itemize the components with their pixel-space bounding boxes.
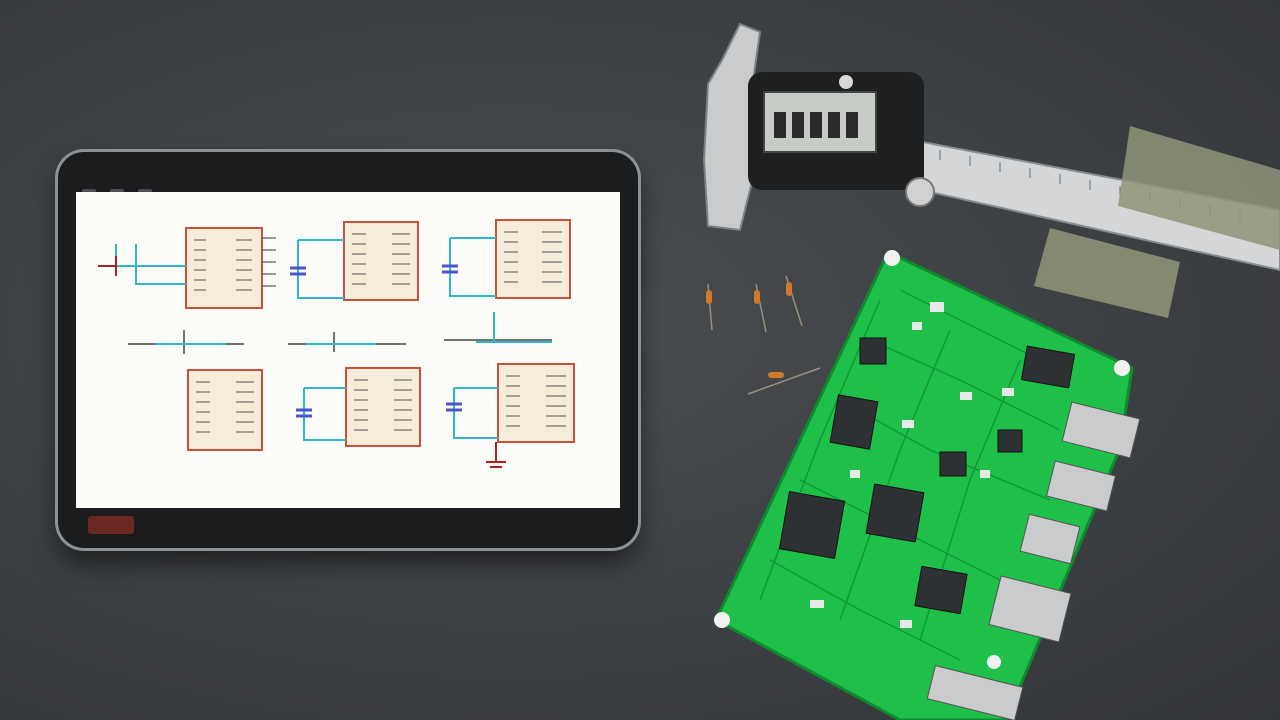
pcb-mount-holes xyxy=(714,250,1130,669)
pcb-components xyxy=(810,302,1014,628)
caliper-button xyxy=(839,75,853,89)
tablet-home-button xyxy=(88,516,134,534)
tablet-device xyxy=(58,152,638,548)
proto-board-2 xyxy=(1034,228,1180,318)
capacitors-row1 xyxy=(290,264,458,276)
caliper-jaw xyxy=(702,22,762,232)
schematic-screen xyxy=(76,192,620,508)
chip-u5 xyxy=(345,367,421,447)
chip-u3 xyxy=(495,219,571,299)
chip-u6 xyxy=(497,363,575,443)
chip-u1 xyxy=(185,227,276,309)
schematic-drawing xyxy=(98,219,575,468)
capacitors-row2 xyxy=(296,402,462,418)
caliper-thumbwheel xyxy=(905,177,935,207)
ground-symbol-1 xyxy=(98,256,117,276)
pcb-chips xyxy=(778,337,1076,615)
tablet-bottom-bar xyxy=(58,508,638,548)
pcb-connectors xyxy=(926,401,1141,720)
proto-board xyxy=(1118,126,1280,250)
middle-wires xyxy=(156,312,552,345)
chip-u4 xyxy=(187,369,263,451)
wires-row1 xyxy=(115,237,496,299)
chip-u2 xyxy=(343,221,419,301)
ground-symbol-2 xyxy=(486,442,506,468)
pcb-traces xyxy=(759,289,1061,661)
caliper-digits xyxy=(774,112,858,138)
